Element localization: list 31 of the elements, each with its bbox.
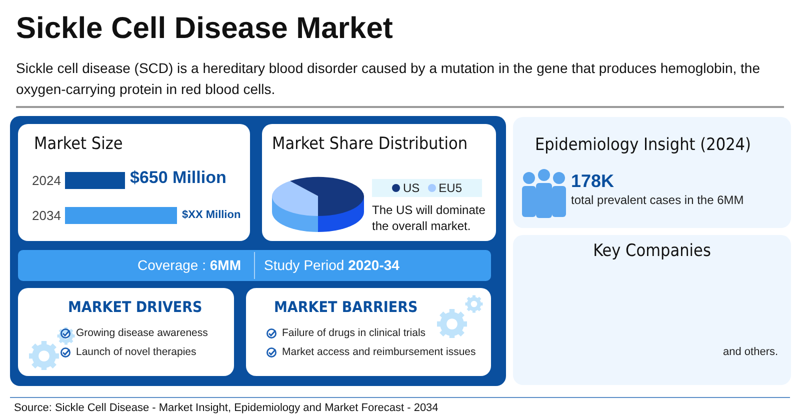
value-label: $XX Million — [182, 209, 241, 221]
legend-label: EU5 — [438, 181, 462, 195]
statistic-description: total prevalent cases in the 6MM — [571, 193, 744, 207]
section-heading: MARKET DRIVERS — [68, 298, 202, 316]
market-drivers-card — [18, 288, 234, 376]
study-period-text: Study Period 2020-34 — [264, 257, 400, 273]
source-note: Source: Sickle Cell Disease - Market Insight, Epidemiology and Market Forecast - 2034 — [14, 402, 438, 414]
statistic-value: 178K — [571, 171, 614, 192]
section-heading: Key Companies — [592, 241, 712, 261]
market-barriers-card — [246, 288, 491, 376]
page-title: Sickle Cell Disease Market — [16, 12, 393, 46]
legend-label: US — [402, 181, 420, 195]
section-heading: Market Size — [34, 134, 123, 154]
section-heading: MARKET BARRIERS — [274, 298, 418, 316]
note-text: The US will dominate the overall market. — [372, 202, 486, 234]
value-label: $650 Million — [130, 168, 226, 188]
bullet-text: Launch of novel therapies — [76, 346, 196, 358]
year-label: 2024 — [32, 173, 61, 188]
coverage-bar — [18, 250, 491, 281]
coverage-text: Coverage : 6MM — [138, 257, 241, 273]
market-size-card — [18, 124, 250, 241]
market-share-card — [262, 124, 496, 241]
epidemiology-card — [513, 117, 791, 228]
section-heading: Market Share Distribution — [272, 134, 468, 154]
note-text: and others. — [723, 346, 778, 358]
bullet-text: Failure of drugs in clinical trials — [282, 327, 426, 339]
description-text: Sickle cell disease (SCD) is a hereditary blood disorder caused by a mutation in the gene that produces hemoglobin, the oxygen-carrying protein in red blood cells. — [16, 59, 761, 99]
year-label: 2034 — [32, 208, 61, 223]
bullet-text: Market access and reimbursement issues — [282, 346, 476, 358]
section-heading: Epidemiology Insight (2024) — [535, 135, 752, 155]
bullet-text: Growing disease awareness — [76, 327, 208, 339]
